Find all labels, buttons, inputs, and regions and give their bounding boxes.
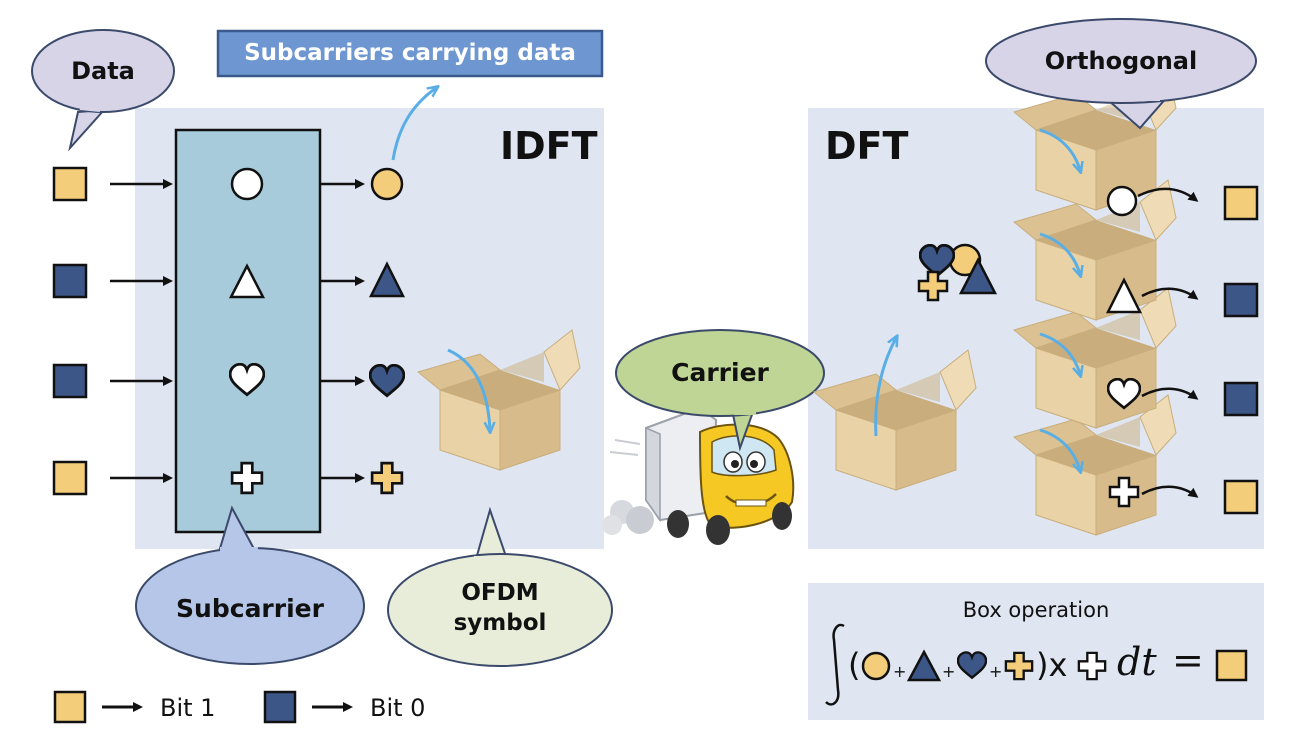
dft-input-box	[813, 349, 977, 491]
orthogonal-bubble-label: Orthogonal	[1044, 47, 1198, 75]
orthogonal-boxes	[1013, 69, 1177, 536]
formula-plus-2: +	[942, 662, 956, 681]
legend-bit0-label: Bit 0	[370, 694, 426, 722]
dft-title: DFT	[825, 124, 909, 168]
dft-output-arrows	[1137, 187, 1199, 498]
orthogonal-bubble	[985, 18, 1257, 130]
carrier-bubble-label: Carrier	[671, 358, 769, 387]
truck-icon	[602, 406, 795, 545]
box-operation-panel	[808, 583, 1264, 720]
ofdm-bubble	[387, 506, 613, 667]
output-bits	[1223, 185, 1259, 515]
formula-plus-1: +	[893, 662, 907, 681]
box-fill-arrow	[447, 348, 490, 430]
box-operation-formula	[825, 623, 1248, 706]
input-bits	[52, 166, 173, 496]
legend	[53, 690, 353, 724]
unpack-arrow	[874, 338, 896, 437]
formula-close-x: )x	[1036, 646, 1068, 684]
legend-bit1-label: Bit 1	[160, 694, 216, 722]
data-bubble-label: Data	[71, 57, 135, 85]
carrier-bubble	[615, 329, 825, 452]
ofdm-box	[417, 329, 581, 471]
formula-dt: dt	[1117, 640, 1157, 684]
subcarriers-banner	[216, 29, 604, 78]
banner-arrow	[391, 88, 436, 161]
data-bubble	[31, 29, 175, 152]
formula-open-paren: (	[848, 646, 861, 684]
subcarrier-bubble	[135, 505, 365, 665]
subcarrier-bubble-label: Subcarrier	[176, 594, 324, 623]
idft-title: IDFT	[500, 124, 598, 168]
dft-symbols	[1105, 185, 1143, 508]
ofdm-label-line1: OFDM	[461, 580, 539, 606]
subcarriers-banner-label: Subcarriers carrying data	[244, 40, 576, 66]
box-operation-title: Box operation	[962, 598, 1110, 622]
formula-equals: =	[1172, 638, 1204, 682]
idft-block	[174, 128, 322, 534]
formula-plus-3: +	[989, 662, 1003, 681]
dft-arrows	[1039, 128, 1080, 470]
ofdm-label-line2: symbol	[453, 610, 547, 636]
idft-outputs	[320, 167, 406, 495]
symbol-cluster	[917, 243, 998, 302]
